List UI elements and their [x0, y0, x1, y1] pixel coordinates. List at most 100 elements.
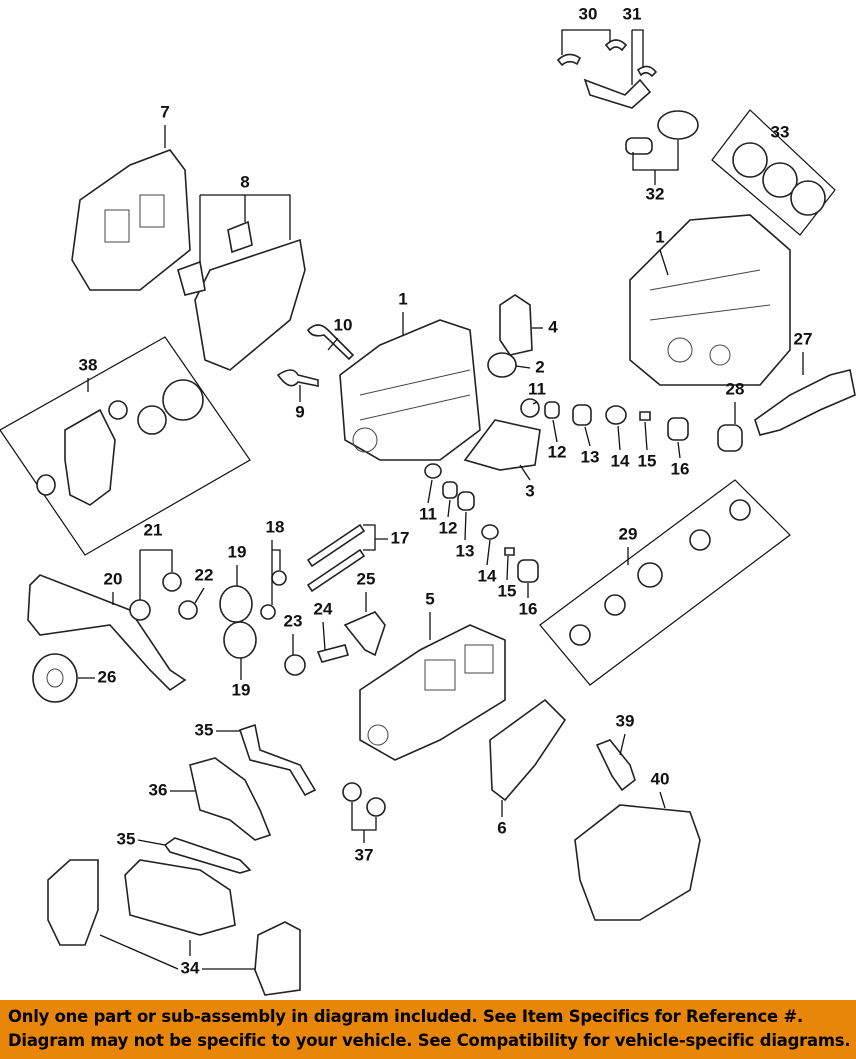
timing-belt-part	[27, 574, 187, 692]
main-bearing-part	[637, 562, 663, 588]
rod-bearing-part	[604, 39, 628, 52]
callout-2: 2	[535, 357, 544, 376]
callout-27: 27	[794, 329, 813, 348]
oil-pump-rotor-part	[108, 400, 128, 420]
engine-parts-diagram: 3031783332111043822711928121314151631112…	[0, 4, 856, 996]
crankshaft-part	[754, 369, 856, 436]
camshaft-part	[306, 523, 366, 568]
oil-pump-gear-part	[137, 405, 167, 435]
oil-pan-part	[574, 804, 701, 921]
valve-cover-gasket-part	[194, 238, 306, 371]
callout-8: 8	[240, 172, 249, 191]
cover-plate-part	[499, 294, 533, 356]
callout-40: 40	[651, 769, 670, 788]
part-illustrations	[0, 39, 856, 996]
crank-sprocket-part	[717, 424, 743, 452]
lifter-part	[544, 401, 560, 419]
valve-part	[307, 324, 355, 361]
cylinder-head-part	[359, 624, 506, 761]
callout-30: 30	[579, 4, 598, 23]
tensioner-part	[284, 654, 306, 676]
callout-22: 22	[195, 565, 214, 584]
callout-19: 19	[232, 680, 251, 699]
cam-cap-gasket-part	[177, 260, 206, 296]
callout-10: 10	[334, 315, 353, 334]
connecting-rod-part	[583, 78, 652, 109]
lifter-part	[442, 481, 458, 499]
keeper-part	[504, 547, 515, 556]
callout-7: 7	[160, 102, 169, 121]
callout-11: 11	[419, 504, 437, 523]
timing-belt-cover-part	[254, 921, 301, 996]
callout-20: 20	[104, 569, 123, 588]
callout-15: 15	[498, 581, 517, 600]
callout-1: 1	[655, 227, 664, 246]
callout-16: 16	[671, 459, 690, 478]
crank-pulley-part	[32, 653, 78, 703]
callout-9: 9	[295, 402, 304, 421]
timing-cover-part	[489, 698, 567, 802]
callout-25: 25	[357, 569, 376, 588]
timing-belt-cover-part	[124, 859, 236, 936]
piston-pin-part	[625, 137, 653, 155]
oil-pump-part	[64, 408, 116, 506]
piston-part	[657, 110, 699, 140]
callout-31: 31	[623, 4, 642, 23]
callout-17: 17	[391, 528, 410, 547]
piston-ring-part	[732, 142, 768, 178]
tensioner-bracket-part	[316, 644, 350, 663]
callout-28: 28	[726, 379, 745, 398]
oil-pump-box	[0, 336, 251, 556]
callout-19: 19	[228, 542, 247, 561]
lifter-part	[457, 491, 475, 511]
rocker-part	[343, 611, 386, 657]
disclaimer-line-1: Only one part or sub-assembly in diagram…	[8, 1007, 804, 1026]
callout-29: 29	[619, 524, 638, 543]
callout-5: 5	[425, 589, 434, 608]
retainer-part	[605, 405, 627, 425]
callout-38: 38	[79, 355, 98, 374]
valve-part	[276, 369, 319, 387]
callout-35: 35	[117, 829, 136, 848]
cylinder-block-part	[339, 319, 481, 461]
seal-part	[424, 463, 442, 479]
main-bearing-part	[729, 499, 751, 521]
callout-6: 6	[497, 818, 506, 837]
callout-33: 33	[771, 122, 790, 141]
callout-12: 12	[548, 442, 567, 461]
baffle-plate-part	[463, 419, 541, 471]
tappet-part	[667, 417, 689, 441]
timing-cover-inner-part	[189, 757, 272, 841]
rod-bearing-part	[636, 65, 658, 78]
cam-cap-gasket-part	[227, 220, 253, 254]
piston-ring-box	[711, 109, 836, 236]
piston-ring-part	[762, 162, 798, 198]
oil-seal-part	[36, 474, 56, 496]
camshaft-part	[306, 548, 366, 593]
timing-gasket-part	[238, 723, 317, 797]
idler-pulley-part	[178, 600, 198, 620]
disclaimer-line-2: Diagram may not be specific to your vehi…	[8, 1031, 851, 1050]
callout-3: 3	[525, 481, 534, 500]
callout-21: 21	[144, 520, 163, 539]
idler-pulley-part	[129, 599, 151, 621]
callout-37: 37	[355, 845, 374, 864]
main-bearing-part	[569, 624, 591, 646]
callout-13: 13	[456, 541, 475, 560]
tappet-part	[517, 559, 539, 583]
disclaimer-banner: Only one part or sub-assembly in diagram…	[0, 1000, 856, 1059]
callout-12: 12	[439, 518, 458, 537]
idler-pulley-part	[260, 604, 276, 620]
callout-16: 16	[519, 599, 538, 618]
oil-strainer-part	[595, 739, 636, 792]
callout-14: 14	[478, 566, 497, 585]
main-bearing-part	[689, 529, 711, 551]
piston-ring-part	[790, 180, 826, 216]
callout-36: 36	[149, 780, 168, 799]
cam-sprocket-part	[219, 585, 253, 623]
callout-11: 11	[528, 379, 546, 398]
oil-pump-cover-part	[162, 379, 204, 421]
callout-15: 15	[638, 451, 657, 470]
callout-1: 1	[398, 289, 407, 308]
